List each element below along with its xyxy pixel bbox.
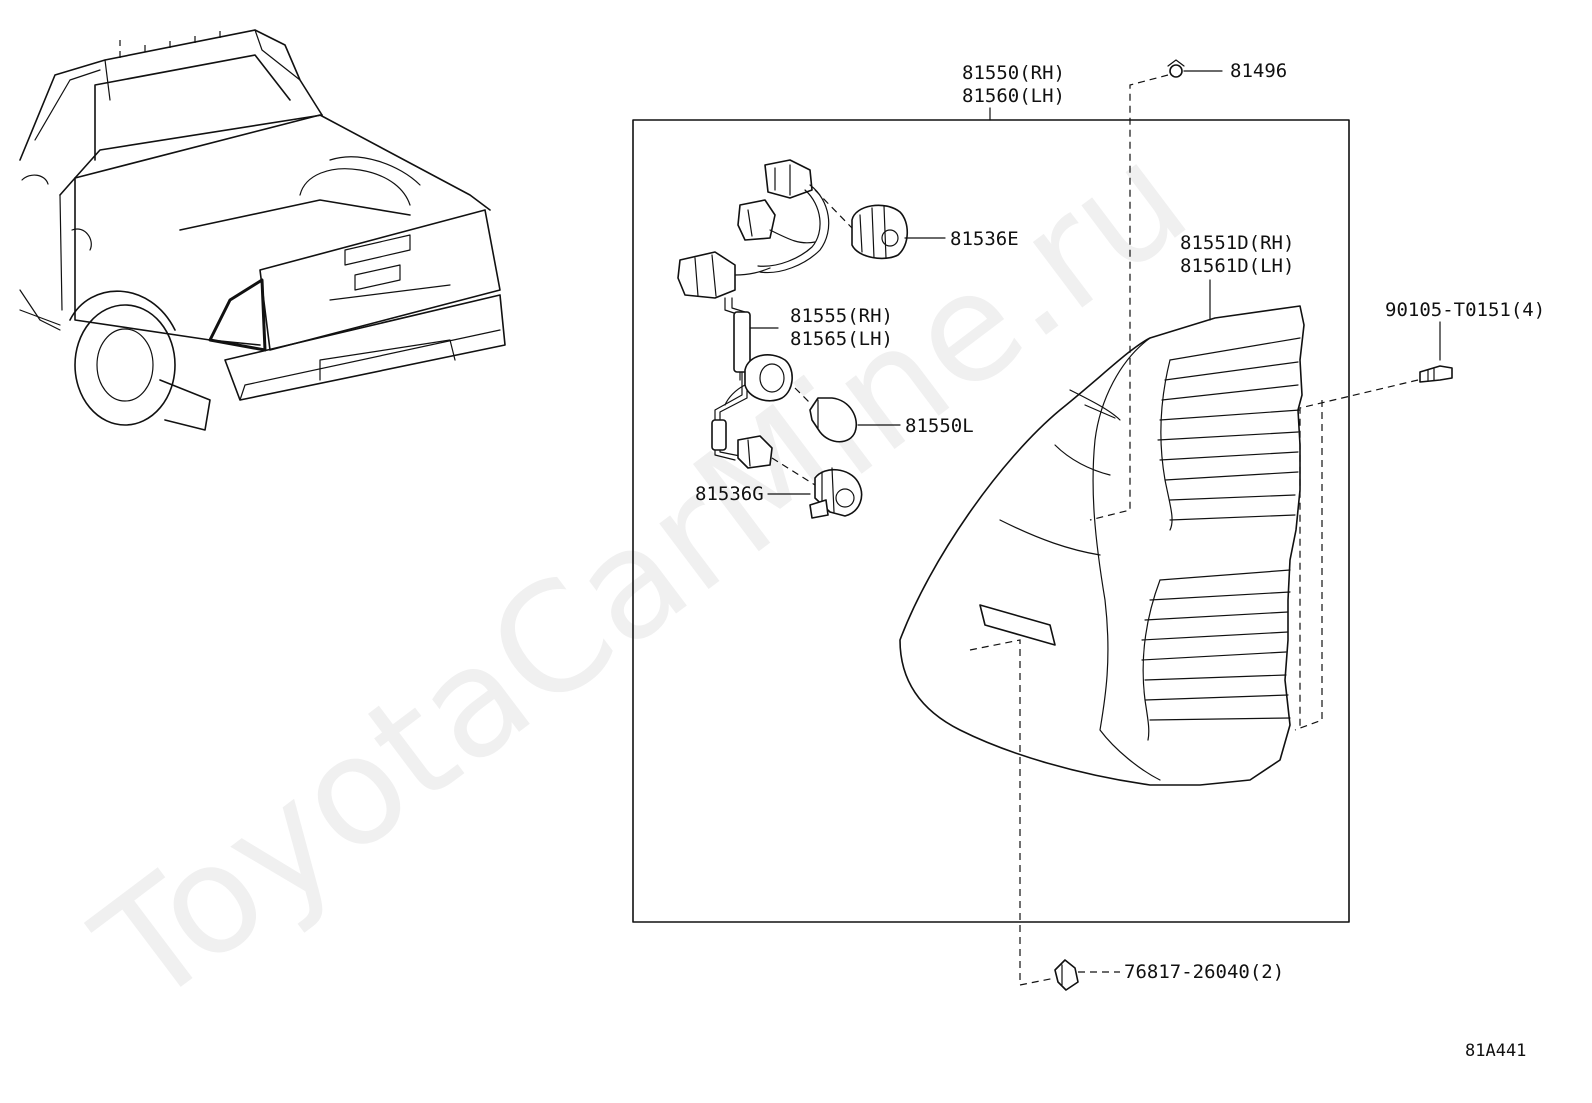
lamp-lens-part xyxy=(899,305,1305,786)
socket-e-part xyxy=(851,204,946,260)
label-assy-rh: 81550(RH) xyxy=(962,62,1065,84)
label-wire-rh: 81555(RH) xyxy=(790,305,893,327)
label-assy-lh: 81560(LH) xyxy=(962,85,1065,107)
label-wire-lh: 81565(LH) xyxy=(790,328,893,350)
watermark: ToyotaCarMine.ru xyxy=(66,111,1218,1039)
assembly-frame xyxy=(632,119,1350,923)
screw-part xyxy=(1419,365,1453,383)
label-bulb: 81550L xyxy=(905,415,974,437)
label-clip-bottom: 76817-26040(2) xyxy=(1124,961,1284,983)
label-socket-g: 81536G xyxy=(695,483,764,505)
socket-g-part xyxy=(809,467,863,519)
diagram-code: 81A441 xyxy=(1465,1041,1526,1061)
label-lens-lh: 81561D(LH) xyxy=(1180,255,1294,277)
label-socket-e: 81536E xyxy=(950,228,1019,250)
clip-top-part xyxy=(1167,59,1223,78)
bulb-part xyxy=(809,397,901,443)
clip-bottom-part xyxy=(1054,959,1079,991)
wire-harness-part xyxy=(677,159,830,469)
label-clip-top: 81496 xyxy=(1230,60,1287,82)
label-lens-rh: 81551D(RH) xyxy=(1180,232,1294,254)
truck-illustration xyxy=(19,29,506,431)
label-screw: 90105-T0151(4) xyxy=(1385,299,1545,321)
